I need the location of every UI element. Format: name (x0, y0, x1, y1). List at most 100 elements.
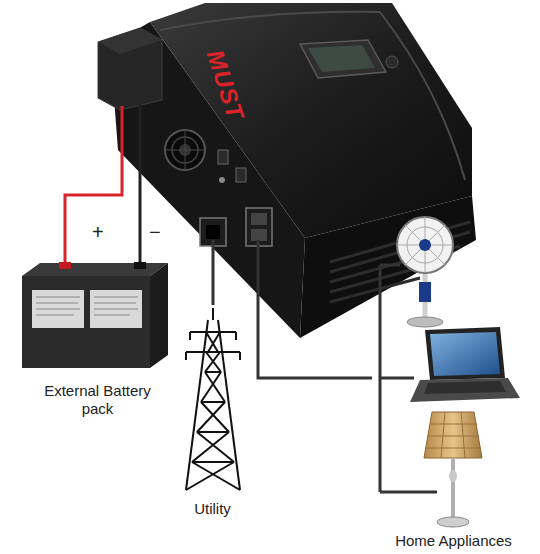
transmission-tower-part (185, 352, 187, 360)
battery-pack: External Battery pack (15, 262, 180, 420)
lamp-picture-part (437, 517, 469, 527)
battery-picture-part-part (94, 315, 130, 316)
ac-outlet-part (251, 213, 267, 225)
cooling-fan-part (185, 130, 186, 170)
laptop-picture-part (424, 381, 506, 394)
transmission-tower-part (201, 401, 225, 403)
battery-picture-part-part (36, 315, 74, 316)
transmission-tower-part (190, 331, 236, 333)
inverter-housing-part (150, 3, 472, 238)
battery-picture-part (22, 276, 150, 368)
lamp-picture-part-part (426, 448, 481, 449)
transmission-tower-part (235, 332, 237, 340)
switches-part (236, 168, 246, 182)
transmission-tower-part (206, 352, 221, 372)
battery-picture-part (22, 263, 168, 276)
laptop-picture-part (425, 327, 505, 380)
lamp-picture-part-part (428, 436, 479, 437)
transmission-tower-part (186, 462, 234, 490)
lamp-picture-part-part (461, 412, 465, 458)
transmission-tower-part (192, 461, 234, 463)
branch-wires-part (380, 491, 437, 494)
laptop-picture (410, 327, 520, 402)
battery-picture-part-part (94, 297, 138, 298)
transmission-tower-part (197, 402, 225, 432)
transmission-tower-part (206, 332, 218, 352)
lamp-picture-part-part (441, 412, 445, 458)
transmission-tower-part (201, 402, 229, 432)
wire-stubs-part (139, 104, 142, 248)
wire-stubs-part (257, 240, 260, 248)
battery-terminal-box (98, 28, 162, 110)
battery-picture-part-part (36, 297, 80, 298)
inverter-unit: MUST (100, 0, 480, 248)
inverter-housing-part (386, 56, 398, 68)
transmission-tower-part (192, 432, 229, 462)
cooling-fan (165, 130, 205, 170)
fan-picture-part-part (405, 225, 445, 265)
inverter-housing-part (308, 45, 375, 72)
lamp-picture-part (451, 458, 455, 520)
lamp-picture-part (426, 412, 481, 458)
negative-wire (139, 248, 142, 262)
transmission-tower-part (189, 332, 191, 340)
fan-picture (397, 217, 453, 327)
utility-cable (212, 248, 215, 305)
fan-picture-part-part (407, 227, 443, 263)
switches (218, 150, 246, 183)
battery-terminal-box-part (98, 28, 162, 110)
lamp-picture-part (449, 470, 457, 482)
transmission-tower-part (205, 371, 221, 373)
wire-stubs-part (212, 240, 215, 248)
home-appliances: Home Appliances (372, 222, 535, 550)
wire-stubs-part (100, 106, 122, 195)
battery-picture-part (134, 262, 146, 269)
component-label: Utility (168, 500, 258, 518)
battery-picture-part (59, 262, 71, 269)
ac-inlet-part (206, 225, 220, 239)
transmission-tower-part (205, 372, 225, 402)
branch-wires-part (380, 264, 400, 267)
transmission-tower-part (208, 332, 220, 352)
fan-picture-part (419, 239, 431, 251)
battery-terminal-box-part (98, 28, 162, 54)
battery-picture-part-part (94, 309, 138, 310)
fan-picture-part (397, 217, 453, 273)
brand-logo: MUST (202, 47, 249, 124)
transmission-tower-part (186, 351, 240, 353)
fan-picture-part (397, 217, 453, 273)
transmission-tower-part (239, 352, 241, 360)
laptop-picture-part (430, 332, 500, 376)
housing-vents-part (330, 278, 420, 302)
fan-picture-part-part (405, 225, 445, 265)
lamp-picture-part-part (430, 424, 477, 425)
transmission-tower-part (197, 431, 229, 433)
laptop-picture-part (410, 378, 520, 402)
transmission-tower-part (205, 352, 220, 372)
branch-wires-part (380, 377, 414, 380)
transmission-tower-part (192, 462, 240, 490)
switches-part (218, 150, 228, 164)
transmission-tower-part (201, 372, 221, 402)
battery-picture-part (32, 290, 84, 328)
battery-picture-part (150, 263, 168, 368)
polarity-sign: + (90, 222, 106, 242)
battery-picture-part-part (36, 303, 78, 304)
switches-part (219, 177, 225, 183)
cooling-fan-part (165, 130, 205, 170)
transmission-tower-part (212, 308, 214, 320)
battery-picture (22, 262, 168, 368)
component-label: Home Appliances (379, 532, 529, 550)
lamp-picture (424, 412, 482, 527)
battery-picture-part (36, 297, 138, 315)
utility-tower: Utility (165, 305, 260, 520)
lamp-picture-part (424, 412, 482, 458)
transmission-tower (186, 308, 240, 490)
transmission-tower-part (197, 432, 234, 462)
polarity-sign: − (147, 222, 163, 242)
battery-picture-part-part (36, 309, 80, 310)
inverter-housing-part (160, 12, 465, 180)
